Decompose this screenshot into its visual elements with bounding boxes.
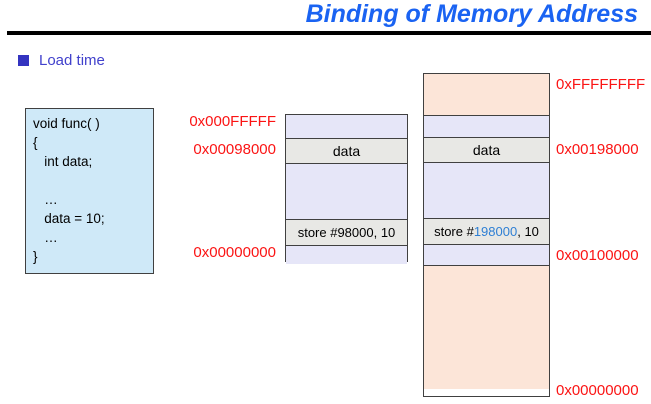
code-line: int data; — [33, 154, 93, 169]
page-title: Binding of Memory Address — [305, 0, 638, 28]
code-box: void func( ) { int data; … data = 10; … … — [25, 108, 154, 274]
addr-label-00198000: 0x00198000 — [556, 141, 639, 158]
bullet-load-time: Load time — [18, 52, 105, 69]
addr-label-right-00000000: 0x00000000 — [556, 382, 639, 399]
addr-label-00098000: 0x00098000 — [193, 141, 276, 158]
memory-segment-store: store #198000, 10 — [424, 218, 549, 244]
store-address: 198000 — [473, 224, 518, 239]
memory-segment — [424, 74, 549, 115]
code-line: … — [33, 230, 58, 245]
title-underline — [7, 31, 651, 35]
code-line: { — [33, 135, 38, 150]
store-suffix: , 10 — [517, 224, 539, 239]
memory-segment — [424, 265, 549, 389]
store-prefix: store # — [434, 224, 474, 239]
code-line — [33, 171, 153, 190]
memory-map-left: data store #98000, 10 — [285, 114, 408, 264]
memory-segment — [424, 244, 549, 265]
bullet-square-icon — [18, 55, 29, 66]
memory-segment — [286, 115, 407, 138]
memory-map-right: data store #198000, 10 — [423, 73, 550, 397]
addr-label-left-00000000: 0x00000000 — [193, 244, 276, 261]
addr-label-00100000: 0x00100000 — [556, 247, 639, 264]
code-line: } — [33, 249, 38, 264]
memory-segment — [424, 162, 549, 218]
memory-segment — [286, 245, 407, 264]
memory-segment — [424, 115, 549, 137]
memory-segment-store: store #98000, 10 — [286, 219, 407, 245]
bullet-label: Load time — [39, 52, 105, 69]
code-line: data = 10; — [33, 211, 105, 226]
code-line: … — [33, 192, 58, 207]
addr-label-ffffffff: 0xFFFFFFFF — [556, 76, 646, 93]
addr-label-000fffff: 0x000FFFFF — [189, 113, 276, 130]
code-line: void func( ) — [33, 116, 100, 131]
memory-segment-data: data — [424, 137, 549, 162]
memory-segment-data: data — [286, 138, 407, 163]
memory-segment — [286, 163, 407, 219]
